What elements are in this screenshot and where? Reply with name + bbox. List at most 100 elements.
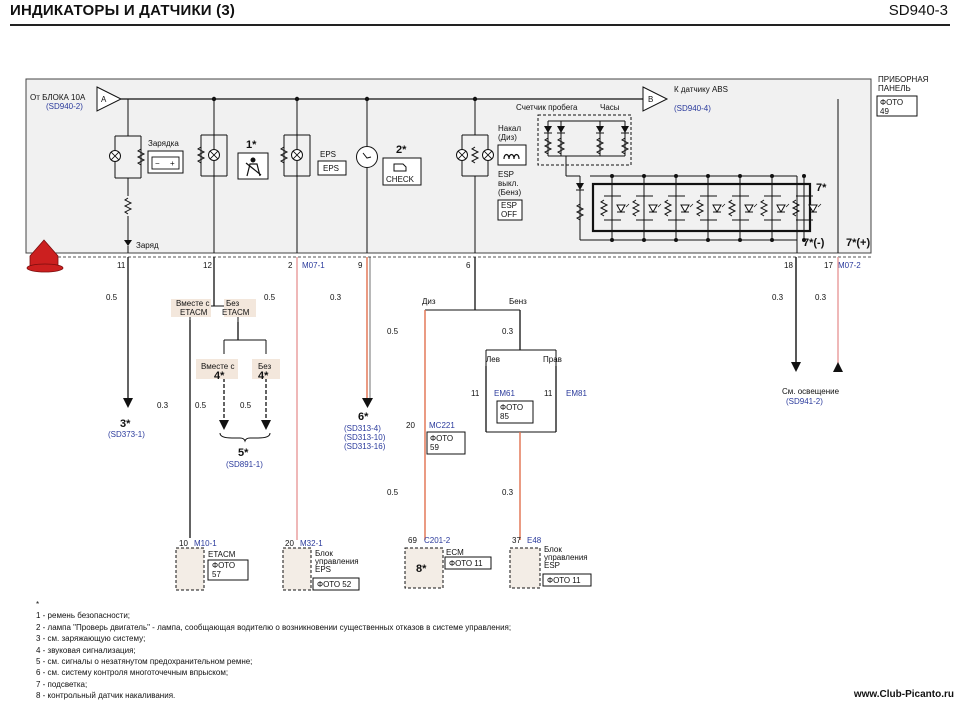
- wire-petrol-gauge: 0.3: [502, 327, 514, 336]
- ref-sd313-4: (SD313-4): [344, 424, 381, 433]
- pin-18: 18: [784, 261, 793, 270]
- clock-label: Часы: [600, 103, 620, 112]
- star7-minus-label: 7*(-): [803, 237, 825, 249]
- wire-9-gauge: 0.5: [387, 327, 399, 336]
- odometer-clock-circuit: [543, 120, 630, 196]
- wire-glow-esp: [424, 257, 557, 540]
- wire-etacm-gauge: 0.3: [157, 401, 169, 410]
- lighting-ref-label: См. освещение: [782, 387, 840, 396]
- page-title: ИНДИКАТОРЫ И ДАТЧИКИ (3): [10, 2, 236, 19]
- charge-lamp-label: Зарядка: [148, 139, 179, 148]
- footnote-line: 6 - см. систему контроля многоточечным в…: [36, 668, 229, 678]
- connector-a-icon: [96, 86, 123, 112]
- illumination-cell: [664, 174, 694, 242]
- ref-star3: 3*: [120, 418, 131, 430]
- pin-17: 17: [824, 261, 833, 270]
- ecm-photo: ФОТО 11: [449, 559, 483, 568]
- ref-sd891: (SD891-1): [226, 460, 263, 469]
- wire-18-gauge: 0.3: [772, 293, 784, 302]
- seatbelt-icon: [237, 152, 269, 180]
- etacm-label: ETACM: [208, 550, 236, 559]
- glow-label: Накал(Диз): [498, 124, 521, 142]
- svg-text:−: −: [155, 159, 160, 168]
- page-code: SD940-3: [888, 2, 948, 19]
- pin-2: 2: [288, 261, 293, 270]
- photo59-box: [426, 431, 466, 455]
- odometer-clock-box: [537, 114, 632, 166]
- star7-label: 7*: [816, 182, 827, 194]
- without-etacm-tag: [224, 299, 256, 317]
- glow-plug-icon: [497, 144, 527, 166]
- battery-icon: −+: [147, 150, 184, 174]
- svg-text:+: +: [170, 159, 175, 168]
- panel-photo-num: 49: [880, 107, 889, 116]
- illumination-cell: [728, 174, 758, 242]
- without-4-star: 4*: [258, 370, 269, 382]
- petrol-label: Бенз: [509, 297, 527, 306]
- charge-lamp-branch: [109, 99, 145, 253]
- header-rule: [10, 24, 950, 26]
- mc221-label: MC221: [429, 421, 455, 430]
- connector-b-icon: [642, 86, 669, 112]
- wire-esp-gauge: 0.3: [502, 488, 514, 497]
- engine-check-icon: [382, 157, 422, 186]
- wire-11-gauge: 0.5: [106, 293, 118, 302]
- esp-off-indicator: [497, 199, 523, 221]
- footnote-line: 5 - см. сигналы о незатянутом предохрани…: [36, 657, 253, 667]
- abs-ref: (SD940-4): [674, 104, 711, 113]
- eps-module: [282, 547, 312, 591]
- footnote-line: 7 - подсветка;: [36, 679, 88, 689]
- esp-photo: ФОТО 11: [547, 576, 581, 585]
- source-label: От БЛОКА 10А: [30, 93, 86, 102]
- with-4-label: Вместе с: [201, 362, 234, 371]
- ref-sd373: (SD373-1): [108, 430, 145, 439]
- etacm-pin: 10: [179, 539, 188, 548]
- with-etacm-tag: [171, 299, 211, 317]
- pin-m07-2: M07-2: [838, 261, 861, 270]
- watermark: www.Club-Picanto.ru: [853, 689, 954, 700]
- esp-pin: 37: [512, 536, 521, 545]
- lighting-ref-code: (SD941-2): [786, 397, 823, 406]
- illumination-circuit: [576, 99, 839, 253]
- eps-pin: 20: [285, 539, 294, 548]
- source-ref: (SD940-2): [46, 102, 83, 111]
- ref-star6: 6*: [358, 411, 369, 423]
- footnote-line: 4 - звуковая сигнализация;: [36, 645, 136, 655]
- eps-lamp-title: EPS: [320, 150, 336, 159]
- ecm-pin: 69: [408, 536, 417, 545]
- wire-charge: [123, 257, 133, 408]
- em81-pin: 11: [544, 389, 553, 398]
- footnote-line: *: [36, 600, 40, 609]
- illumination-cell: [632, 174, 662, 242]
- wire-illum-minus: [791, 257, 801, 372]
- diesel-label: Диз: [422, 297, 436, 306]
- panel-photo-box: [876, 95, 918, 117]
- ecm-label: ECM: [446, 548, 464, 557]
- star7-plus-label: 7*(+): [846, 237, 870, 249]
- connector-b-letter: B: [648, 95, 653, 104]
- odometer-label: Счетчик пробега: [516, 103, 578, 112]
- star1-label: 1*: [246, 139, 257, 151]
- eps-photo: ФОТО 52: [317, 580, 352, 589]
- eps-lamp-branch: [280, 99, 311, 253]
- ecm-photo-box: [444, 556, 492, 570]
- left-label: Лев: [486, 355, 500, 364]
- wire-without4-gauge: 0.5: [240, 401, 252, 410]
- ecm-module: [404, 547, 444, 589]
- footnote-line: 3 - см. заряжающую систему;: [36, 634, 146, 644]
- pin-12: 12: [203, 261, 212, 270]
- esp-module: [509, 547, 541, 589]
- ref-sd313-10: (SD313-10): [344, 433, 386, 442]
- footnote-line: 1 - ремень безопасности;: [36, 611, 131, 621]
- photo85-box: [496, 400, 534, 424]
- pin-9: 9: [358, 261, 363, 270]
